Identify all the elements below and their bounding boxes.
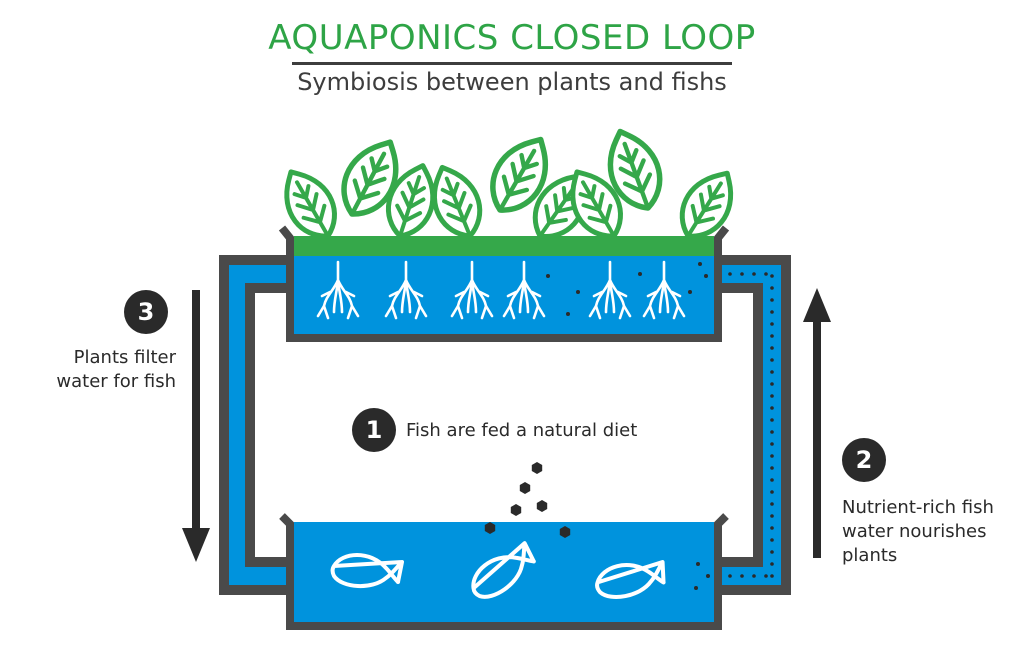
caption-line: water nourishes <box>842 521 987 542</box>
waste-particle <box>770 310 774 314</box>
waste-particle <box>770 526 774 530</box>
supply-pipe-water <box>763 265 781 585</box>
waste-particle <box>770 274 774 278</box>
waste-particle <box>770 538 774 542</box>
waste-particle <box>770 334 774 338</box>
tank-water <box>294 522 714 622</box>
waste-particle <box>728 574 732 578</box>
waste-particle <box>770 466 774 470</box>
caption-line: water for fish <box>56 371 176 392</box>
grow-bed <box>278 225 730 342</box>
waste-particle <box>770 562 774 566</box>
leaf-icon <box>670 162 745 247</box>
waste-particle <box>770 322 774 326</box>
fish-food-pellet-icon <box>536 500 548 512</box>
waste-particle <box>770 514 774 518</box>
waste-particle <box>770 370 774 374</box>
waste-particle <box>770 298 774 302</box>
waste-particle <box>770 502 774 506</box>
waste-particle <box>770 394 774 398</box>
waste-particle <box>764 272 768 276</box>
arrow-up-icon <box>803 288 831 558</box>
waste-particle <box>752 272 756 276</box>
waste-particle <box>770 478 774 482</box>
waste-particle <box>770 286 774 290</box>
waste-particle <box>728 272 732 276</box>
waste-particle <box>770 418 774 422</box>
title-divider <box>292 62 732 65</box>
step-3-badge: 3 <box>124 290 168 334</box>
fish-tank <box>279 513 729 630</box>
waste-particle <box>770 382 774 386</box>
waste-particle <box>770 430 774 434</box>
step-2-caption: Nutrient-rich fish water nourishes plant… <box>842 496 1012 568</box>
caption-line: Plants filter <box>73 347 176 368</box>
step-1-caption: Fish are fed a natural diet <box>406 420 638 441</box>
return-pipe-water <box>229 265 245 585</box>
waste-particle <box>764 574 768 578</box>
waste-particle <box>770 346 774 350</box>
fish-food-pellet-icon <box>519 482 531 494</box>
arrow-down-icon <box>182 290 210 562</box>
waste-particle <box>770 406 774 410</box>
waste-particle <box>740 574 744 578</box>
step-3-caption: Plants filter water for fish <box>36 346 176 394</box>
fish-food-pellet-icon <box>531 462 543 474</box>
waste-particle <box>740 272 744 276</box>
fish-food-pellet-icon <box>510 504 522 516</box>
leaf-icon <box>423 159 490 244</box>
page-title: AQUAPONICS CLOSED LOOP <box>268 18 756 58</box>
waste-particles <box>694 562 710 590</box>
waste-particle <box>770 574 774 578</box>
caption-line: plants <box>842 545 898 566</box>
grow-media <box>294 236 714 256</box>
step-1-badge: 1 <box>352 408 396 452</box>
waste-particle <box>770 454 774 458</box>
page-subtitle: Symbiosis between plants and fishs <box>297 68 727 96</box>
waste-particle <box>770 490 774 494</box>
step-2-badge: 2 <box>842 438 886 482</box>
plant-leaves <box>273 124 746 249</box>
waste-particle <box>770 442 774 446</box>
waste-particle <box>770 358 774 362</box>
nutrient-particles <box>546 262 708 316</box>
caption-line: Nutrient-rich fish <box>842 497 994 518</box>
waste-particle <box>752 574 756 578</box>
waste-particle <box>770 550 774 554</box>
